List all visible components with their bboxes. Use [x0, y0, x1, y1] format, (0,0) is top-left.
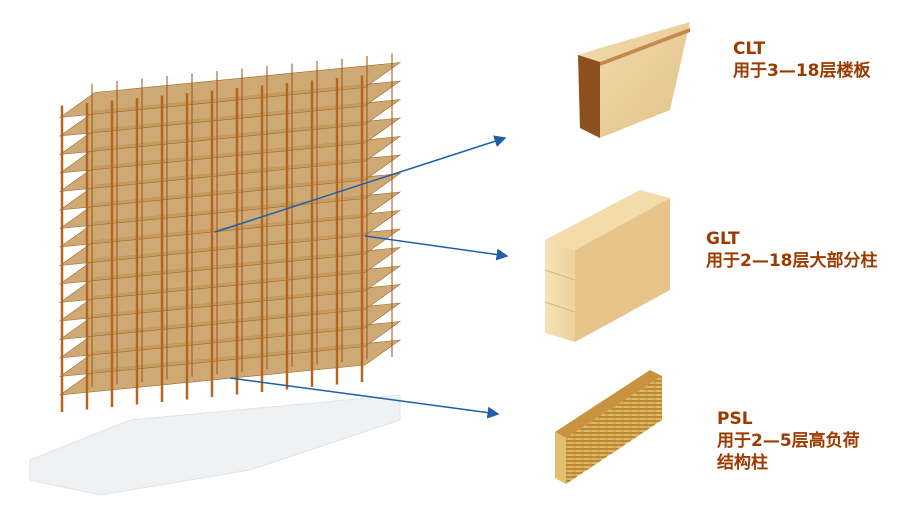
floor-slab [58, 265, 402, 322]
floor-slab [58, 173, 402, 229]
floor-slab [58, 247, 402, 303]
psl-column-image [555, 370, 662, 484]
clt-label: CLT 用于3—18层楼板 [733, 38, 871, 82]
clt-desc: 用于3—18层楼板 [733, 61, 871, 81]
floor-slab [58, 321, 402, 377]
clt-panel-image [578, 22, 690, 138]
floor-slab [58, 99, 402, 155]
arrow-glt [364, 235, 509, 261]
building-base [29, 394, 401, 496]
floor-slab [58, 136, 402, 192]
glt-label: GLT 用于2—18层大部分柱 [706, 228, 878, 272]
arrow-clt [214, 135, 507, 233]
building-model [58, 53, 402, 412]
floor-slab [58, 191, 402, 248]
glt-beam-image [544, 190, 670, 342]
glt-desc: 用于2—18层大部分柱 [706, 251, 878, 271]
psl-desc-2: 结构柱 [717, 453, 768, 473]
glt-name: GLT [706, 229, 740, 249]
floor-slab [58, 339, 402, 396]
floor-slab [58, 117, 402, 174]
psl-name: PSL [717, 409, 753, 429]
arrow-psl [229, 377, 500, 419]
floor-slab [58, 228, 402, 285]
psl-label: PSL 用于2—5层高负荷 结构柱 [717, 408, 860, 474]
floor-slab [58, 154, 402, 211]
pointer-arrows [214, 135, 509, 419]
clt-name: CLT [733, 39, 766, 59]
floor-slab [58, 302, 402, 359]
floor-slab [58, 210, 402, 266]
floor-slab [58, 284, 402, 340]
floor-slab [58, 80, 402, 137]
floor-slab [58, 62, 402, 118]
psl-desc: 用于2—5层高负荷 [717, 431, 860, 451]
